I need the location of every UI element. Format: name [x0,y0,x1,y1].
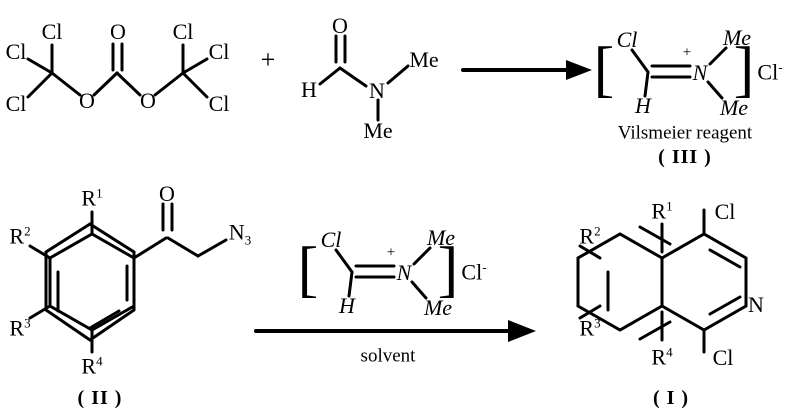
r-index: 4 [96,353,103,369]
triphosgene-bonds [26,42,209,99]
counterion-label: Cl [461,259,483,285]
r-index: 1 [666,198,673,214]
bracket-open: [ [593,35,615,104]
r-symbol: R [81,185,97,211]
atom-label-me: Me [722,25,752,50]
atom-label-o: O [110,19,126,44]
atom-label-o: O [79,88,95,113]
r-index: 2 [594,223,601,239]
substituent-r2: R2 [579,224,600,247]
positive-charge: + [682,44,692,61]
atom-label-h: H [301,77,317,102]
vilsmeier-reagent-top-bonds [630,46,728,100]
substituent-r1: R1 [651,199,672,222]
r-index: 4 [666,344,673,360]
atom-label-cl: Cl [172,19,194,44]
atom-label-cl: Cl [41,19,63,44]
compound-label-i: ( I ) [652,387,690,409]
substituent-r2: R2 [9,224,30,247]
r-index: 3 [594,315,601,331]
counterion-chloride: Cl- [757,60,782,83]
atom-label-cl: Cl [714,199,736,224]
compound-label-iii: ( III ) [658,146,712,168]
atom-label-n: N [228,219,245,245]
bracket-close: ] [437,235,459,304]
atom-label-cl: Cl [208,91,230,116]
substituent-r4: R4 [81,354,102,377]
atom-label-me: Me [426,225,456,250]
compound-i-bonds [576,208,748,354]
substituent-r3: R3 [9,316,30,339]
substituent-r4: R4 [651,345,672,368]
atom-label-n: N [748,292,764,317]
r-symbol: R [651,198,667,224]
atom-label-o: O [159,181,175,206]
dmf-bonds [318,34,410,122]
product-caption: Vilsmeier reagent [617,122,753,144]
r-symbol: R [81,353,97,379]
arrow-condition-solvent: solvent [360,345,416,367]
atom-label-cl: Cl [5,39,27,64]
substituent-r3: R3 [579,316,600,339]
atom-label-n: N [692,60,708,85]
atom-label-n: N [369,78,385,103]
counterion-charge: - [482,259,487,275]
substituent-r1: R1 [81,186,102,209]
atom-label-cl: Cl [320,227,342,252]
bracket-open: [ [297,235,319,304]
atom-label-cl: Cl [616,27,638,52]
counterion-charge: - [778,59,783,75]
reaction-arrow-2 [254,320,536,342]
r-symbol: R [651,344,667,370]
atom-label-cl: Cl [712,345,734,370]
atom-label-o: O [140,88,156,113]
plus-sign: + [260,45,276,74]
r-symbol: R [579,223,595,249]
positive-charge: + [386,244,396,261]
r-index: 1 [96,185,103,201]
atom-label-cl: Cl [5,91,27,116]
r-symbol: R [9,315,25,341]
counterion-label: Cl [757,59,779,85]
atom-label-h: H [635,93,651,118]
counterion-chloride: Cl- [461,260,486,283]
atom-label-h: H [339,293,355,318]
azide-group: N3 [228,219,252,248]
atom-label-me: Me [363,118,393,143]
azide-index: 3 [244,232,252,248]
r-index: 3 [24,315,31,331]
r-index: 2 [24,223,31,239]
bracket-close: ] [733,35,755,104]
atom-label-n: N [396,260,412,285]
atom-label-me: Me [409,47,439,72]
r-symbol: R [579,315,595,341]
compound-ii-ring [28,202,228,354]
compound-label-ii: ( II ) [77,387,123,409]
atom-label-me: Me [423,295,453,320]
vilsmeier-reagent-mid-bonds [334,246,432,300]
atom-label-me: Me [719,95,749,120]
atom-label-cl: Cl [208,39,230,64]
r-symbol: R [9,223,25,249]
atom-label-o: O [332,13,348,38]
reaction-arrow-1 [461,60,592,80]
